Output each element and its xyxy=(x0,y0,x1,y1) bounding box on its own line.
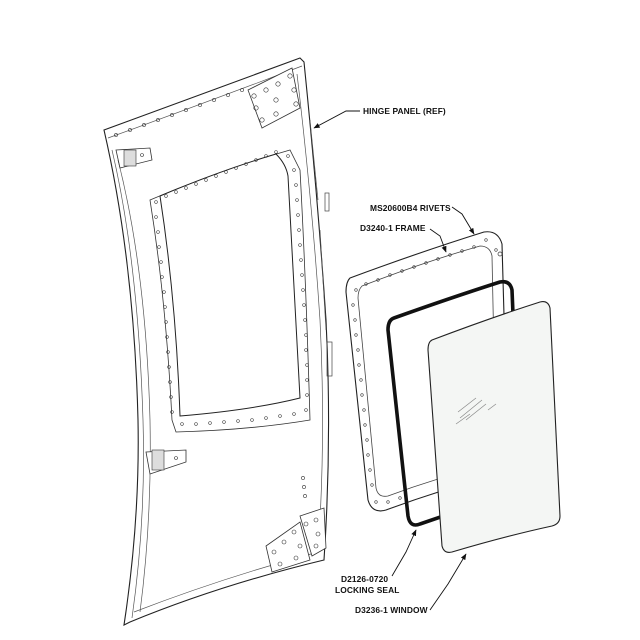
callout-locking-seal: D2126-0720 LOCKING SEAL xyxy=(335,529,417,595)
callout-frame: D3240-1 FRAME xyxy=(360,223,447,253)
lower-hinge xyxy=(145,449,187,475)
door-window-opening xyxy=(149,149,311,433)
latch-rivets xyxy=(301,476,307,498)
door-left-edge-inner-2 xyxy=(117,159,151,613)
right-edge-latch-plate xyxy=(326,341,333,377)
glass-reflection xyxy=(455,397,497,425)
door-top-rivet-row xyxy=(114,88,244,137)
door-right-edge-inner xyxy=(296,73,323,553)
door-outline xyxy=(103,57,330,626)
label-frame: D3240-1 FRAME xyxy=(360,223,426,233)
top-corner-doubler xyxy=(247,67,301,129)
hinge-panel-small-plate xyxy=(324,192,330,212)
loose-rivet xyxy=(497,251,503,257)
upper-hinge xyxy=(115,147,153,169)
bottom-corner-doubler xyxy=(265,507,327,573)
label-window: D3236-1 WINDOW xyxy=(355,605,428,615)
hinge-panel-strip xyxy=(309,119,327,331)
callout-hinge-panel: HINGE PANEL (REF) xyxy=(313,106,446,129)
door-panel xyxy=(103,57,333,626)
label-hinge-panel: HINGE PANEL (REF) xyxy=(363,106,446,116)
callout-rivets: MS20600B4 RIVETS xyxy=(370,203,475,235)
label-seal-part-number: D2126-0720 xyxy=(341,574,388,584)
window-pane xyxy=(427,301,561,553)
door-left-edge-inner xyxy=(111,149,144,619)
callout-window: D3236-1 WINDOW xyxy=(355,553,467,615)
label-seal-name: LOCKING SEAL xyxy=(335,585,399,595)
label-rivets: MS20600B4 RIVETS xyxy=(370,203,451,213)
